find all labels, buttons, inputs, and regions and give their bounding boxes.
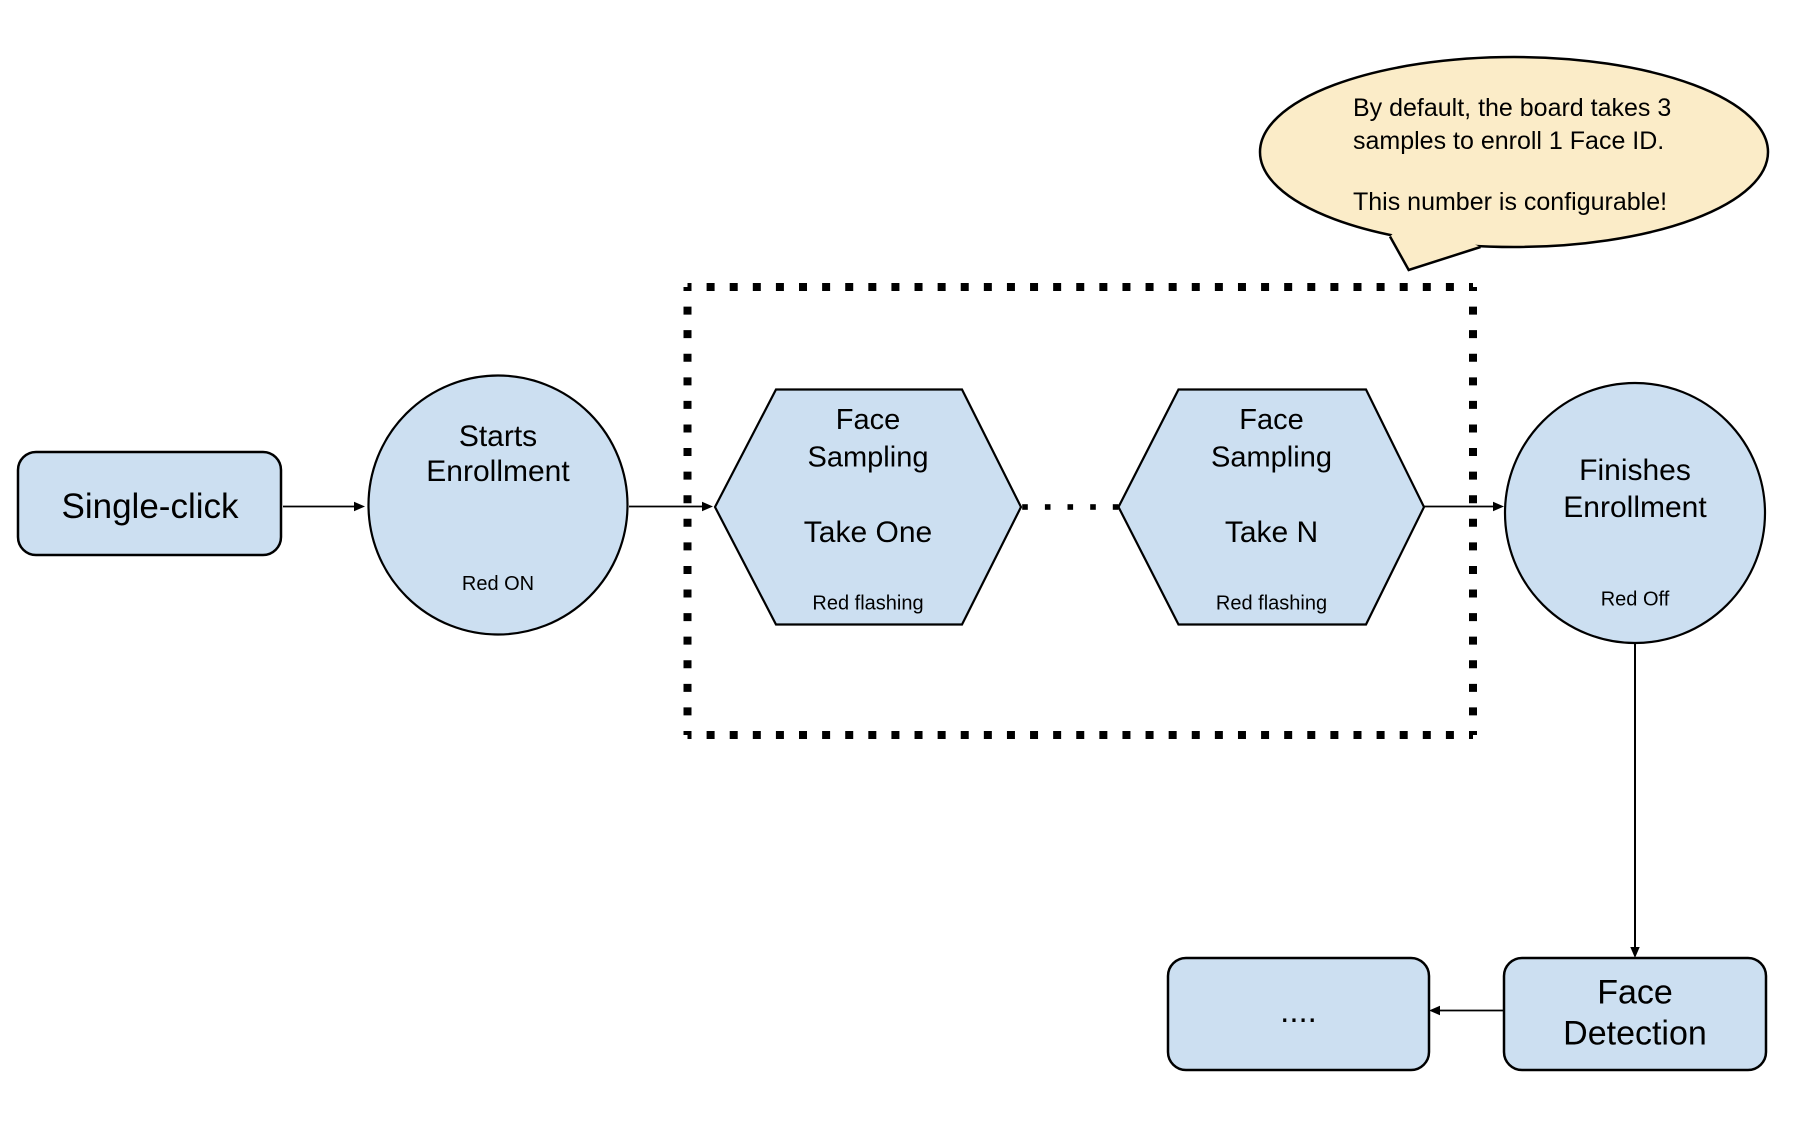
svg-text:Red ON: Red ON [462,573,534,595]
svg-text:Face: Face [1239,404,1303,436]
svg-text:Face: Face [836,404,900,436]
svg-text:Finishes: Finishes [1579,454,1691,487]
svg-text:Face: Face [1597,974,1673,1012]
svg-text:This number is configurable!: This number is configurable! [1353,188,1667,216]
svg-text:Red flashing: Red flashing [812,593,923,615]
svg-text:Red Off: Red Off [1601,589,1670,611]
svg-text:Detection: Detection [1563,1015,1707,1053]
svg-text:Single-click: Single-click [62,487,239,526]
svg-text:Sampling: Sampling [1211,442,1332,474]
svg-text:Enrollment: Enrollment [426,455,570,488]
svg-text:By default, the board takes 3: By default, the board takes 3 [1353,94,1671,122]
svg-text:Take N: Take N [1225,516,1318,549]
svg-text:....: .... [1280,992,1317,1029]
svg-text:Enrollment: Enrollment [1563,491,1707,524]
svg-text:Sampling: Sampling [808,442,929,474]
svg-text:Take One: Take One [804,516,932,549]
svg-text:samples to enroll 1 Face ID.: samples to enroll 1 Face ID. [1353,127,1664,155]
svg-text:Red flashing: Red flashing [1216,593,1327,615]
svg-text:Starts: Starts [459,420,537,453]
